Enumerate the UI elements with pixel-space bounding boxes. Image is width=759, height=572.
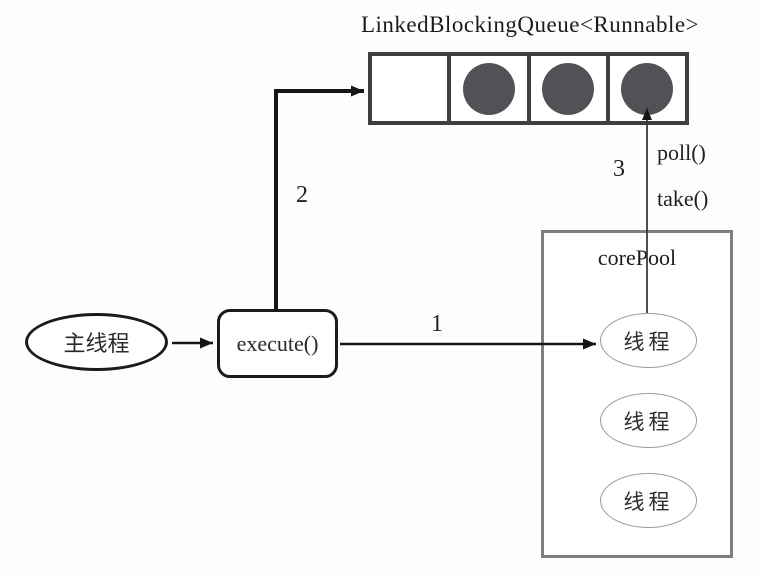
- edge-label-take: take(): [657, 186, 709, 211]
- queue-cell: [372, 56, 447, 121]
- task-icon: [542, 62, 595, 115]
- edge-label-step3: 3: [613, 156, 625, 182]
- thread-ellipse: 线程: [600, 473, 697, 528]
- task-icon: [621, 62, 674, 115]
- execute-box: execute(): [217, 309, 338, 378]
- main-thread-label: 主线程: [63, 331, 130, 356]
- edge-label-step2: 2: [296, 182, 308, 208]
- main-thread-ellipse: 主线程: [25, 313, 168, 371]
- core-pool-label: corePool: [597, 245, 677, 270]
- queue-cell: [605, 56, 685, 121]
- blocking-queue: [368, 52, 689, 125]
- thread-ellipse: 线程: [600, 393, 697, 448]
- queue-title: LinkedBlockingQueue<Runnable>: [360, 12, 700, 37]
- task-icon: [462, 62, 515, 115]
- edge-label-poll: poll(): [657, 140, 706, 165]
- thread-list: 线程线程线程: [600, 313, 697, 553]
- edge-label-step1: 1: [431, 311, 443, 337]
- queue-cell: [447, 56, 526, 121]
- thread-ellipse: 线程: [600, 313, 697, 368]
- queue-cells: [372, 56, 685, 121]
- queue-cell: [526, 56, 606, 121]
- edge-execute-to-queue: [274, 85, 364, 309]
- execute-label: execute(): [236, 330, 319, 356]
